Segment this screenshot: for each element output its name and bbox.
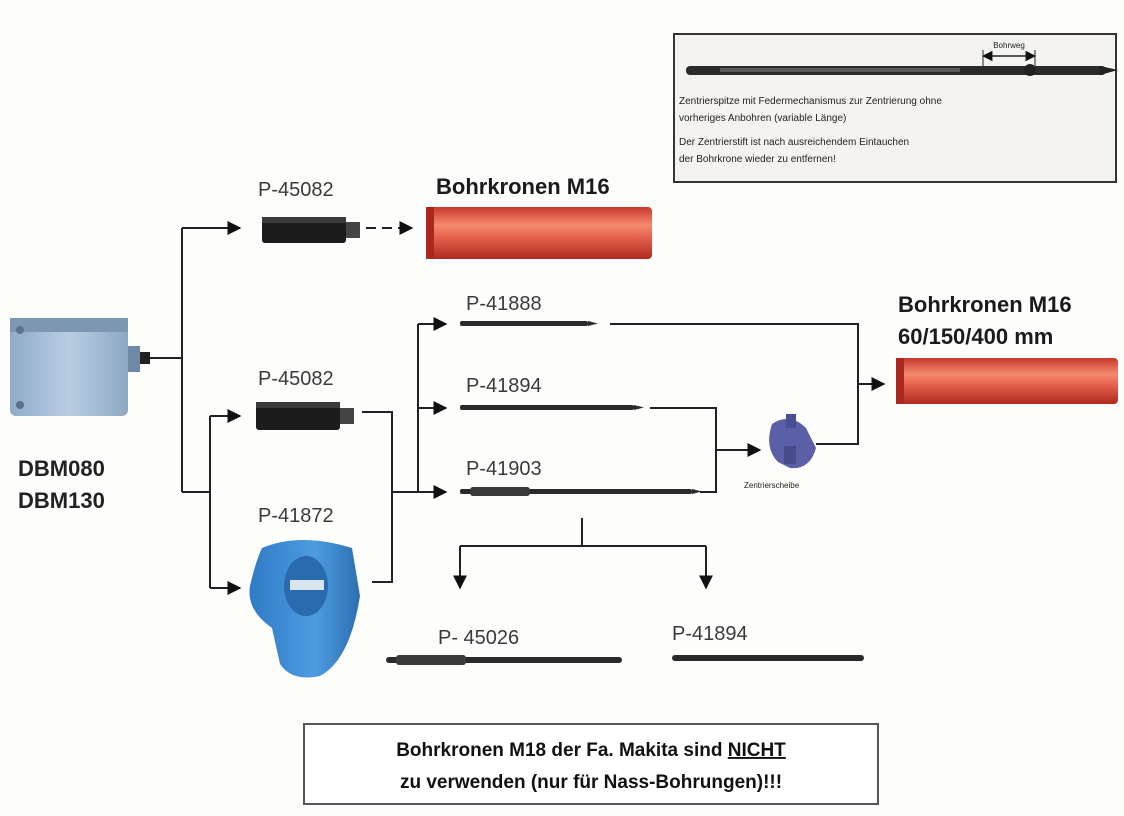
- info-line-3: Der Zentrierstift ist nach ausreichendem…: [679, 137, 909, 148]
- centering-washer-image: [769, 414, 816, 468]
- label-p45082-top: P-45082: [258, 179, 334, 201]
- label-p41894-mid: P-41894: [466, 375, 542, 397]
- device-label-2: DBM130: [18, 488, 105, 513]
- label-p45026: P- 45026: [438, 627, 519, 649]
- scale-label: Bohrweg: [993, 41, 1025, 50]
- warning-emphasis: NICHT: [728, 740, 786, 761]
- info-line-4: der Bohrkrone wieder zu entfernen!: [679, 154, 836, 165]
- label-p41872: P-41872: [258, 505, 334, 527]
- label-p41888: P-41888: [466, 293, 542, 315]
- label-p45082-mid: P-45082: [258, 368, 334, 390]
- adapter-p45082-mid-image: [256, 402, 354, 430]
- drill-device-image: [10, 318, 150, 416]
- adapter-p45082-top-image: [262, 217, 360, 243]
- warning-line-2: zu verwenden (nur für Nass-Bohrungen)!!!: [400, 772, 782, 793]
- warning-line-1: Bohrkronen M18 der Fa. Makita sind NICHT: [396, 740, 786, 761]
- drill-crown-right-image: [896, 358, 1118, 404]
- info-line-1: Zentrierspitze mit Federmechanismus zur …: [679, 96, 942, 107]
- warning-pre: Bohrkronen M18 der Fa. Makita sind: [396, 740, 728, 761]
- pin-p41903-image: [460, 487, 702, 496]
- pin-p45026-image: [386, 655, 622, 665]
- warning-box: Bohrkronen M18 der Fa. Makita sind NICHT…: [304, 724, 878, 804]
- adapter-p41872-image: [249, 540, 360, 678]
- label-crown-right-1: Bohrkronen M16: [898, 292, 1072, 317]
- info-box: Bohrweg Zentrierspitze mit Federmechanis…: [674, 34, 1118, 182]
- pin-p41894-bottom-image: [672, 655, 864, 661]
- drill-crown-top-image: [426, 207, 652, 259]
- device-label-1: DBM080: [18, 456, 105, 481]
- label-washer: Zentrierscheibe: [744, 481, 800, 490]
- label-p41903: P-41903: [466, 458, 542, 480]
- pin-p41894-mid-image: [460, 405, 644, 410]
- info-line-2: vorheriges Anbohren (variable Länge): [679, 113, 846, 124]
- label-p41894-bottom: P-41894: [672, 623, 748, 645]
- label-crown-right-2: 60/150/400 mm: [898, 324, 1053, 349]
- pin-p41888-image: [460, 321, 598, 326]
- label-crown-top: Bohrkronen M16: [436, 174, 610, 199]
